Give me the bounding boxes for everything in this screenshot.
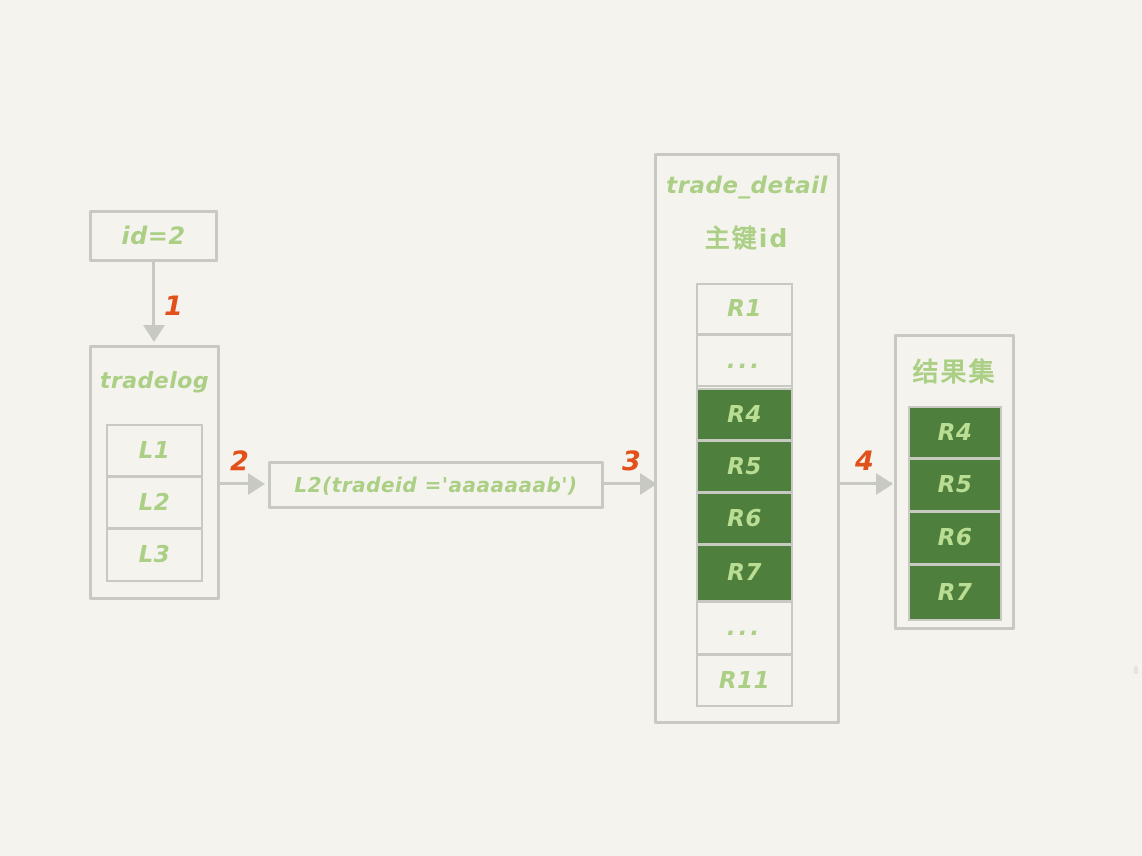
- tradelog-row-label: L2: [138, 489, 171, 516]
- trade-detail-row: R7: [696, 544, 793, 602]
- trade-detail-row: R11: [696, 654, 793, 707]
- query-box-label: L2(tradeid ='aaaaaaab'): [294, 473, 578, 497]
- paper-speck: [1134, 666, 1138, 674]
- trade-detail-row-label: R6: [727, 505, 762, 532]
- result-set-title: 结果集: [912, 357, 997, 388]
- query-box: L2(tradeid ='aaaaaaab'): [268, 461, 604, 509]
- trade-detail-subtitle: 主键id: [704, 224, 790, 253]
- trade-detail-row: R4: [696, 388, 793, 441]
- trade-detail-title: trade_detail: [666, 173, 828, 199]
- result-set-row: R7: [908, 564, 1002, 621]
- result-set-row: R4: [908, 406, 1002, 459]
- arrow-2-head: [248, 473, 265, 495]
- trade-detail-row: R6: [696, 492, 793, 545]
- trade-detail-row-label: R11: [718, 667, 771, 694]
- arrow-1-head: [143, 325, 165, 342]
- arrow-4-head: [876, 473, 893, 495]
- arrow-2-line: [220, 482, 252, 485]
- result-set-row-label: R5: [937, 472, 973, 498]
- trade-detail-row-label: ...: [726, 615, 763, 641]
- tradelog-row-label: L3: [138, 542, 171, 568]
- step-number-3: 3: [622, 446, 641, 477]
- trade-detail-row-label: R7: [727, 560, 762, 586]
- trade-detail-row: R1: [696, 283, 793, 335]
- result-set-row-label: R7: [937, 579, 973, 606]
- tradelog-row-label: L1: [138, 437, 171, 464]
- id-box: id=2: [89, 210, 218, 262]
- tradelog-row: L1: [106, 424, 203, 477]
- tradelog-row: L3: [106, 528, 203, 582]
- trade-detail-row-label: ...: [726, 347, 763, 374]
- result-set-row: R6: [908, 511, 1002, 565]
- trade-detail-row: ...: [696, 601, 793, 655]
- result-set-row: R5: [908, 458, 1002, 512]
- tradelog-title: tradelog: [99, 368, 210, 394]
- tradelog-row: L2: [106, 476, 203, 529]
- step-number-4: 4: [855, 446, 874, 477]
- trade-detail-row: R5: [696, 440, 793, 493]
- arrow-1-line: [152, 262, 155, 327]
- trade-detail-row-label: R5: [727, 453, 762, 480]
- arrow-3-head: [640, 473, 657, 495]
- step-number-2: 2: [230, 446, 249, 477]
- result-set-row-label: R4: [937, 419, 973, 446]
- trade-detail-row: ...: [696, 334, 793, 387]
- result-set-row-label: R6: [937, 525, 973, 551]
- trade-detail-row-label: R4: [727, 401, 762, 428]
- id-box-label: id=2: [121, 222, 186, 250]
- arrow-4-line: [840, 482, 892, 485]
- step-number-1: 1: [164, 291, 183, 322]
- arrow-3-line: [604, 482, 656, 485]
- trade-detail-row-label: R1: [727, 296, 762, 322]
